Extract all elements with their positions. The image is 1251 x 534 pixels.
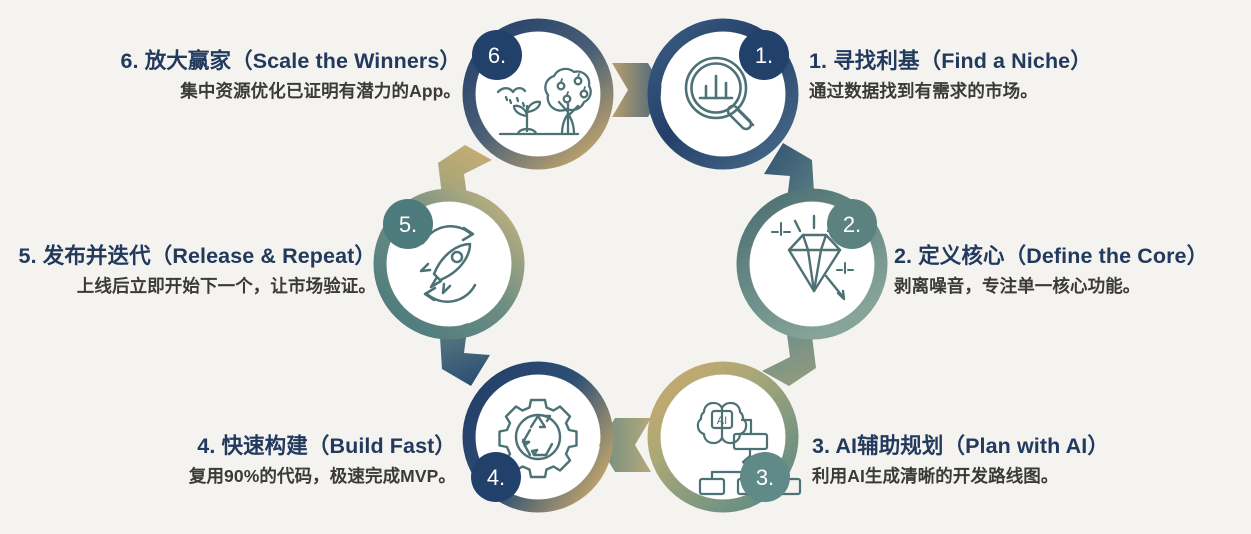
step-label-5: 5. 发布并迭代（Release & Repeat） 上线后立即开始下一个，让市… (19, 243, 376, 298)
sapling-tree-growth-icon (496, 67, 592, 136)
connector-2-to-3 (762, 327, 816, 386)
svg-text:AI: AI (717, 415, 727, 427)
node-step-1[interactable]: 1. (647, 18, 799, 170)
step-desc-4: 复用90%的代码，极速完成MVP。 (188, 466, 456, 487)
badge-label-4: 4. (487, 465, 505, 490)
step-title-2: 2. 定义核心（Define the Core） (894, 244, 1209, 268)
node-step-2[interactable]: 2. (736, 188, 888, 340)
node-step-5[interactable]: 5. (373, 188, 525, 340)
badge-step-1: 1. (739, 30, 789, 80)
badge-label-5: 5. (399, 212, 417, 237)
badge-step-2: 2. (827, 199, 877, 249)
step-desc-6: 集中资源优化已证明有潜力的App。 (180, 81, 461, 102)
badge-step-3: 3. (740, 452, 790, 502)
step-label-6: 6. 放大赢家（Scale the Winners） 集中资源优化已证明有潜力的… (120, 48, 461, 103)
step-label-2: 2. 定义核心（Define the Core） 剥离噪音，专注单一核心功能。 (894, 243, 1208, 298)
badge-step-6: 6. (472, 30, 522, 80)
step-title-3: 3. AI辅助规划（Plan with AI） (812, 434, 1109, 458)
gear-recycle-icon (498, 398, 578, 479)
step-label-3: 3. AI辅助规划（Plan with AI） 利用AI生成清晰的开发路线图。 (812, 433, 1109, 488)
badge-label-6: 6. (488, 43, 506, 68)
step-title-6: 6. 放大赢家（Scale the Winners） (120, 49, 461, 73)
step-title-5: 5. 发布并迭代（Release & Repeat） (18, 244, 376, 268)
step-title-1: 1. 寻找利基（Find a Niche） (809, 49, 1092, 73)
magnifier-bar-chart-icon (684, 56, 755, 131)
badge-label-2: 2. (843, 212, 861, 237)
badge-label-1: 1. (755, 43, 773, 68)
step-desc-2: 剥离噪音，专注单一核心功能。 (894, 276, 1141, 297)
node-step-3[interactable]: AI 3. (647, 361, 802, 513)
node-step-4[interactable]: 4. (462, 361, 614, 513)
step-desc-3: 利用AI生成清晰的开发路线图。 (812, 466, 1059, 487)
badge-label-3: 3. (756, 465, 774, 490)
step-label-1: 1. 寻找利基（Find a Niche） 通过数据找到有需求的市场。 (809, 48, 1092, 103)
badge-step-5: 5. (383, 199, 433, 249)
step-title-4: 4. 快速构建（Build Fast） (197, 434, 456, 458)
node-step-6[interactable]: 6. (462, 18, 614, 170)
step-desc-5: 上线后立即开始下一个，让市场验证。 (76, 276, 376, 297)
diamond-icon (771, 214, 854, 301)
rocket-cycle-icon (419, 225, 477, 303)
badge-step-4: 4. (471, 452, 521, 502)
step-desc-1: 通过数据找到有需求的市场。 (809, 81, 1038, 102)
step-label-4: 4. 快速构建（Build Fast） 复用90%的代码，极速完成MVP。 (189, 433, 456, 488)
